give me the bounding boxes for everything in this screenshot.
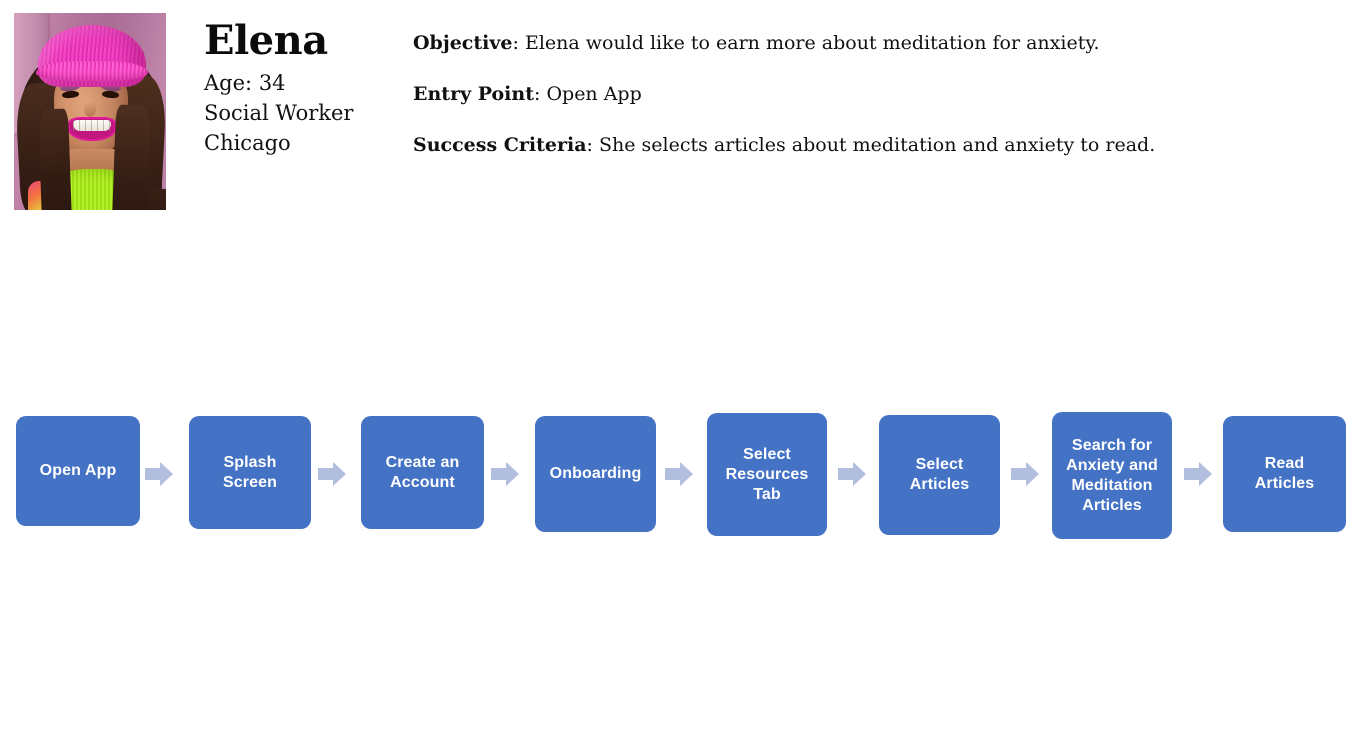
- persona-name: Elena: [204, 17, 328, 64]
- flow-node-label: Onboarding: [549, 465, 642, 482]
- flow-arrow-icon: [1184, 461, 1212, 487]
- flow-arrow-icon: [665, 461, 693, 487]
- flow-node-search-for-anxiety-and-meditation-articles[interactable]: Search for Anxiety and Meditation Articl…: [1052, 412, 1172, 539]
- persona-occupation: Social Worker: [204, 101, 354, 125]
- flow-arrow-icon: [1011, 461, 1039, 487]
- success-criteria-label: Success Criteria: [413, 134, 587, 156]
- flow-arrow-icon: [145, 461, 173, 487]
- persona-info: Elena Age: 34 Social Worker Chicago: [204, 18, 404, 158]
- flow-node-splash-screen[interactable]: Splash Screen: [189, 416, 311, 529]
- flow-arrow-icon: [838, 461, 866, 487]
- flow-node-onboarding[interactable]: Onboarding: [535, 416, 656, 532]
- flow-node-read-articles[interactable]: Read Articles: [1223, 416, 1346, 532]
- flow-node-label: Read Articles: [1254, 455, 1315, 492]
- photo-hair-front-right: [111, 104, 153, 210]
- persona-photo: [14, 13, 166, 210]
- scenario-row-objective: Objective: Elena would like to earn more…: [413, 30, 1313, 56]
- flow-node-label: Open App: [39, 462, 117, 479]
- objective-label: Objective: [413, 32, 513, 54]
- scenario-details: Objective: Elena would like to earn more…: [413, 30, 1313, 183]
- persona-age-label: Age:: [204, 71, 253, 95]
- objective-value: Elena would like to earn more about medi…: [524, 32, 1100, 54]
- flow-node-create-an-account[interactable]: Create an Account: [361, 416, 484, 529]
- objective-separator: :: [512, 32, 525, 54]
- scenario-row-entry-point: Entry Point: Open App: [413, 81, 1313, 107]
- flow-node-label: Search for Anxiety and Meditation Articl…: [1066, 436, 1158, 514]
- success-criteria-separator: :: [586, 134, 599, 156]
- photo-teeth: [73, 120, 111, 131]
- scenario-row-success-criteria: Success Criteria: She selects articles a…: [413, 132, 1313, 158]
- photo-hair-front-left: [38, 108, 72, 210]
- entry-point-separator: :: [534, 83, 547, 105]
- flow-node-label: Select Articles: [909, 456, 970, 493]
- flow-node-label: Select Resources Tab: [725, 445, 809, 503]
- photo-nose: [84, 101, 96, 117]
- photo-beanie-brim: [36, 61, 148, 81]
- entry-point-label: Entry Point: [413, 83, 534, 105]
- persona-age-value: 34: [258, 71, 286, 95]
- entry-point-value: Open App: [546, 83, 642, 105]
- flow-node-label: Splash Screen: [223, 453, 277, 491]
- flow-node-open-app[interactable]: Open App: [16, 416, 140, 526]
- flow-arrow-icon: [491, 461, 519, 487]
- user-flow-diagram: Open App Splash Screen Create an Account On…: [0, 405, 1356, 545]
- flow-arrow-icon: [318, 461, 346, 487]
- flow-node-select-articles[interactable]: Select Articles: [879, 415, 1000, 535]
- success-criteria-value: She selects articles about meditation an…: [598, 134, 1156, 156]
- flow-node-label: Create an Account: [385, 453, 460, 491]
- flow-node-select-resources-tab[interactable]: Select Resources Tab: [707, 413, 827, 536]
- persona-location: Chicago: [204, 131, 291, 155]
- persona-age: Age: 34: [204, 68, 404, 98]
